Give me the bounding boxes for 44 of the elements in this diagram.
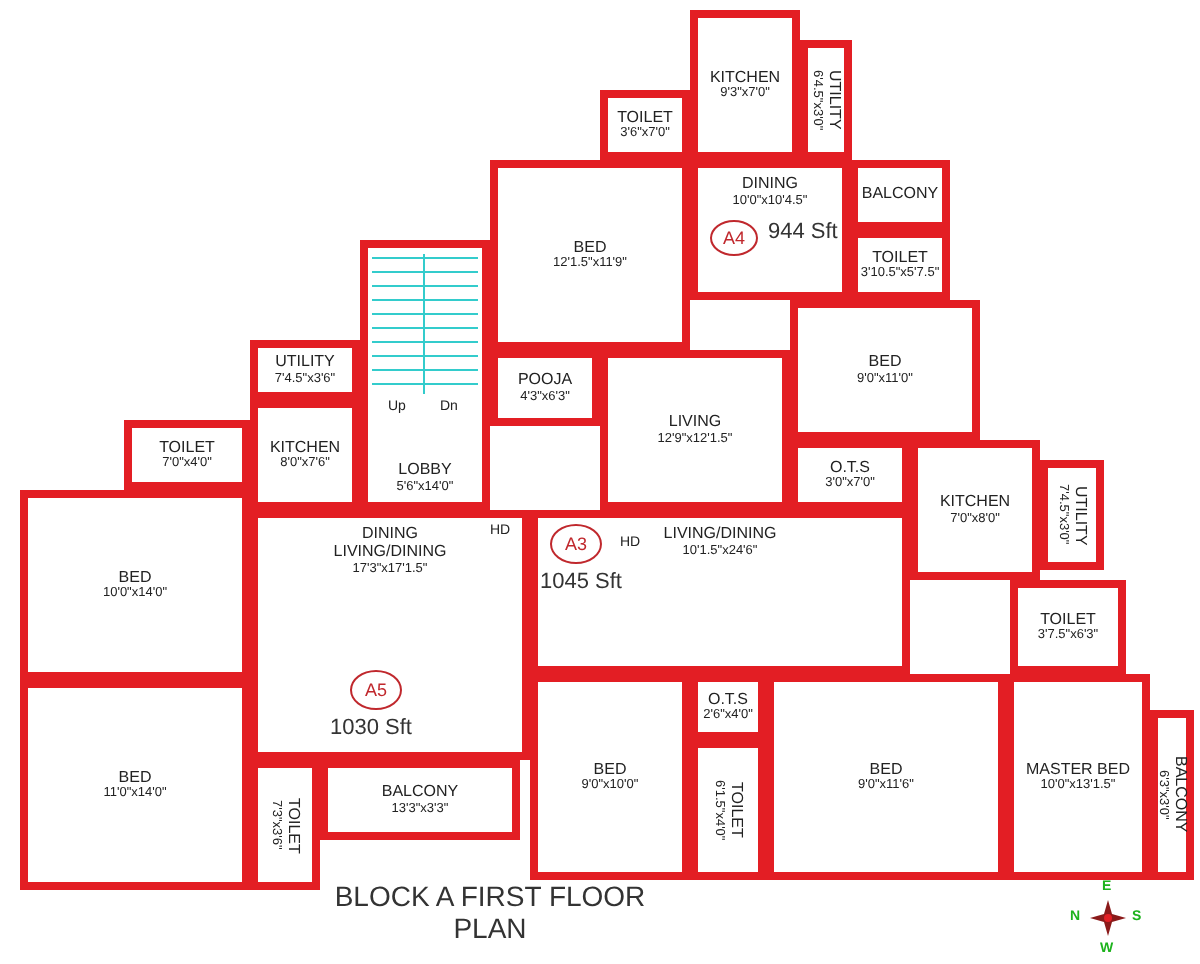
room-name: KITCHEN — [709, 69, 781, 87]
room-name: UTILITY — [824, 70, 842, 130]
room-name: BED — [868, 354, 902, 372]
room-name: LIVING/DINING — [663, 526, 777, 544]
room-outline — [1040, 460, 1104, 570]
room-outline — [1010, 580, 1126, 674]
room-name: BALCONY — [381, 784, 459, 802]
plan-title: BLOCK A FIRST FLOOR PLAN — [332, 880, 648, 944]
room-name: TOILET — [872, 249, 928, 267]
room-name: TOILET — [1040, 611, 1096, 629]
room-name: O.T.S — [829, 459, 870, 477]
unit-marker — [710, 220, 758, 256]
room-name: BED — [118, 569, 152, 587]
room-name: UTILITY — [275, 354, 335, 372]
room-name: BED — [118, 769, 152, 787]
room-name: BALCONY — [861, 186, 939, 204]
room-outline — [1150, 710, 1194, 880]
room-name: KITCHEN — [269, 439, 341, 457]
unit-number: A3 — [564, 534, 587, 554]
area-label: 944 Sft — [768, 220, 838, 244]
room-name: TOILET — [159, 439, 215, 457]
room-name: KITCHEN — [939, 494, 1011, 512]
unit-marker — [550, 524, 602, 564]
room-name: LIVING/DINING — [333, 543, 447, 562]
room-name: DINING — [362, 526, 418, 544]
room-name: TOILET — [617, 109, 673, 127]
room-name: BED — [593, 761, 627, 779]
room-name: TOILET — [726, 782, 744, 838]
unit-marker — [350, 670, 402, 710]
room-name: DINING — [742, 176, 798, 194]
room-name: O.T.S — [707, 691, 748, 709]
area-label: 1045 Sft — [540, 570, 622, 594]
room-name: TOILET — [283, 797, 301, 853]
area-label: 1030 Sft — [330, 716, 412, 740]
unit-number: A5 — [364, 680, 387, 700]
room-name: UTILITY — [1070, 485, 1088, 545]
room-name: POOJA — [517, 372, 573, 390]
unit-number: A4 — [722, 228, 745, 248]
room-name: LIVING — [668, 414, 722, 432]
room-name: LOBBY — [398, 462, 452, 480]
room-name: BED — [869, 761, 903, 779]
room-name: MASTER BED — [1025, 761, 1130, 779]
room-name: BED — [573, 239, 607, 257]
room-name: BALCONY — [1170, 756, 1188, 834]
